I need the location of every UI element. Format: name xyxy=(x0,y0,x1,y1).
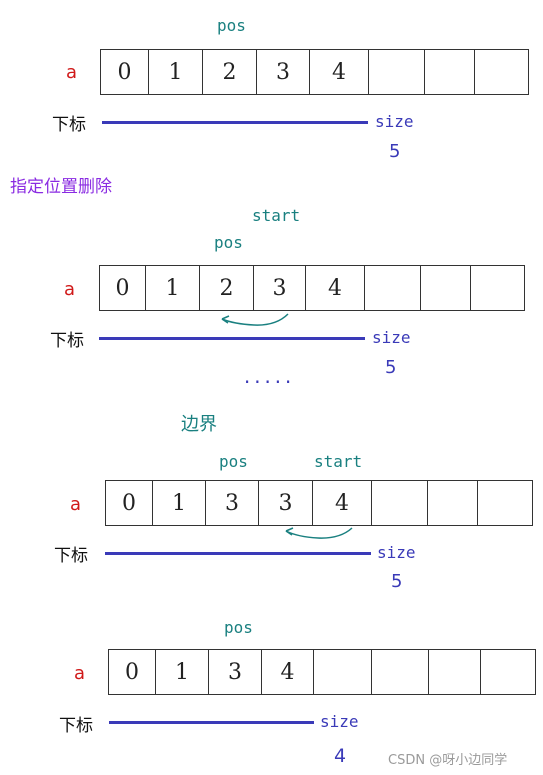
size-line-4 xyxy=(109,721,314,724)
boundary-label: 边界 xyxy=(181,414,217,435)
array-cell xyxy=(368,49,425,95)
array-cell: 4 xyxy=(312,480,372,526)
index-label-4: 下标 xyxy=(59,716,93,736)
array-cell xyxy=(470,265,525,311)
size-line-3 xyxy=(105,552,371,555)
array-cell xyxy=(477,480,533,526)
array-cell xyxy=(427,480,478,526)
size-label-4: size xyxy=(320,712,359,731)
array-cell: 0 xyxy=(100,49,149,95)
size-line-2 xyxy=(99,337,365,340)
size-value-3: 5 xyxy=(391,571,403,592)
index-label-2: 下标 xyxy=(50,331,84,351)
pos-label-3: pos xyxy=(219,452,248,471)
array-cell: 0 xyxy=(108,649,156,695)
array-cell: 4 xyxy=(261,649,314,695)
array-cell xyxy=(474,49,529,95)
array-cell xyxy=(424,49,475,95)
array-cell: 1 xyxy=(148,49,203,95)
array-cell: 1 xyxy=(155,649,209,695)
start-label-2: start xyxy=(252,206,301,225)
pos-label-4: pos xyxy=(224,618,253,637)
array-cell: 0 xyxy=(99,265,146,311)
size-value-4: 4 xyxy=(334,745,347,767)
shift-arrow-2 xyxy=(221,313,289,326)
array-row-2: 0 1 2 3 4 xyxy=(99,265,525,311)
watermark: CSDN @呀小边同学 xyxy=(388,753,508,768)
section-heading: 指定位置删除 xyxy=(10,177,112,197)
array-cell: 3 xyxy=(256,49,310,95)
size-value-1: 5 xyxy=(389,141,401,162)
array-cell: 2 xyxy=(202,49,257,95)
array-cell xyxy=(428,649,481,695)
size-label-2: size xyxy=(372,328,411,347)
array-cell xyxy=(371,480,428,526)
array-cell: 3 xyxy=(205,480,259,526)
array-cell xyxy=(420,265,471,311)
pos-label-1: pos xyxy=(217,16,246,35)
pos-label-2: pos xyxy=(214,233,243,252)
array-cell: 3 xyxy=(258,480,313,526)
array-cell: 3 xyxy=(253,265,306,311)
array-cell: 3 xyxy=(208,649,262,695)
index-label-3: 下标 xyxy=(54,546,88,566)
array-name-4: a xyxy=(74,663,86,684)
ellipsis: ..... xyxy=(242,368,294,388)
array-cell: 0 xyxy=(105,480,153,526)
array-cell xyxy=(480,649,536,695)
size-label-3: size xyxy=(377,543,416,562)
index-label-1: 下标 xyxy=(52,115,86,135)
size-label-1: size xyxy=(375,112,414,131)
shift-arrow-3 xyxy=(285,527,353,539)
array-cell: 2 xyxy=(199,265,254,311)
array-cell: 4 xyxy=(305,265,365,311)
array-cell xyxy=(364,265,421,311)
array-row-3: 0 1 3 3 4 xyxy=(105,480,533,526)
array-cell: 1 xyxy=(145,265,200,311)
size-value-2: 5 xyxy=(385,357,397,378)
array-name-1: a xyxy=(66,62,78,83)
array-cell: 4 xyxy=(309,49,369,95)
array-row-4: 0 1 3 4 xyxy=(108,649,536,695)
array-cell: 1 xyxy=(152,480,206,526)
array-row-1: 0 1 2 3 4 xyxy=(100,49,529,95)
array-name-2: a xyxy=(64,279,76,300)
array-cell xyxy=(371,649,429,695)
size-line-1 xyxy=(102,121,368,124)
start-label-3: start xyxy=(314,452,363,471)
array-cell xyxy=(313,649,372,695)
array-name-3: a xyxy=(70,494,82,515)
